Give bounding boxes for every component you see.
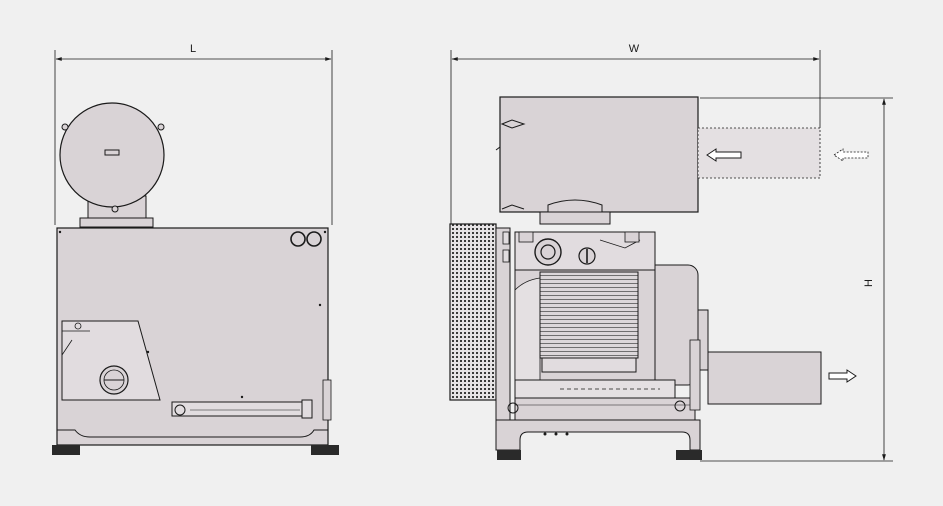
height-label: H xyxy=(863,279,875,287)
foot-left xyxy=(52,445,80,455)
arrow-left-icon xyxy=(833,148,869,162)
height-dimension: H xyxy=(700,97,893,462)
filter-mesh xyxy=(449,223,497,401)
foot-right xyxy=(676,450,702,460)
width-dimension: W xyxy=(450,43,821,225)
side-view: L xyxy=(52,43,339,455)
foot-left xyxy=(497,450,521,460)
housing-side xyxy=(56,227,332,446)
motor-side xyxy=(59,102,165,228)
arrow-right-icon xyxy=(828,369,857,383)
width-label: W xyxy=(629,43,640,55)
foot-right xyxy=(311,445,339,455)
motor-front xyxy=(495,96,821,225)
length-label: L xyxy=(190,43,196,55)
arrow-left-icon xyxy=(706,148,742,162)
housing-front xyxy=(495,227,822,451)
length-dimension: L xyxy=(54,43,333,225)
front-view: W H xyxy=(449,43,893,462)
